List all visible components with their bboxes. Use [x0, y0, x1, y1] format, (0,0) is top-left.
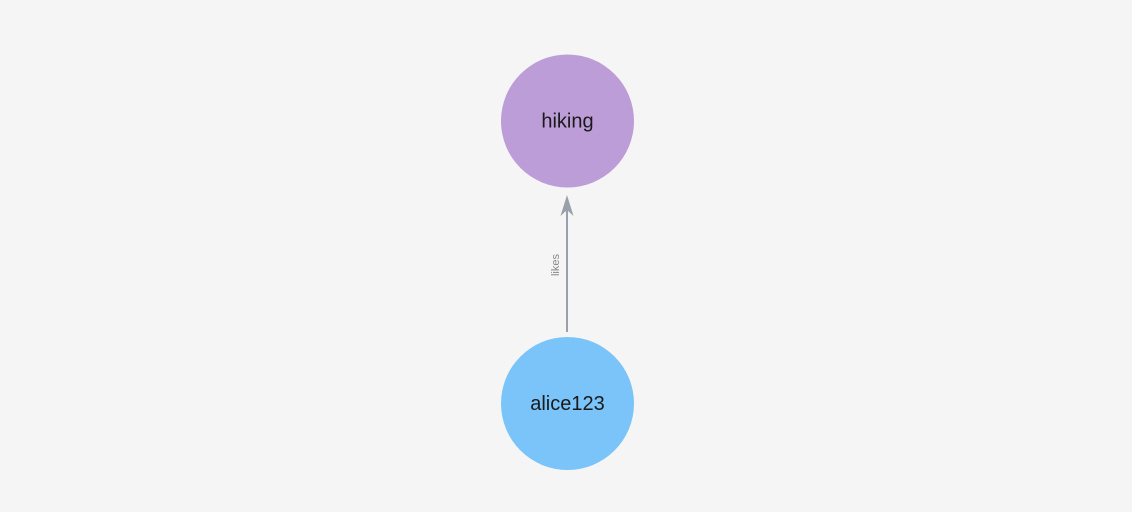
node-alice123-circle[interactable] — [501, 337, 634, 470]
edge-group: likes — [550, 195, 574, 332]
edge-label: likes — [550, 254, 562, 277]
node-hiking[interactable]: hiking — [501, 54, 634, 188]
node-alice123[interactable]: alice123 — [501, 337, 634, 470]
edge-alice123-likes-hiking[interactable]: likes — [550, 195, 574, 332]
edge-arrowhead-icon — [560, 195, 574, 216]
node-hiking-circle[interactable] — [501, 54, 634, 188]
